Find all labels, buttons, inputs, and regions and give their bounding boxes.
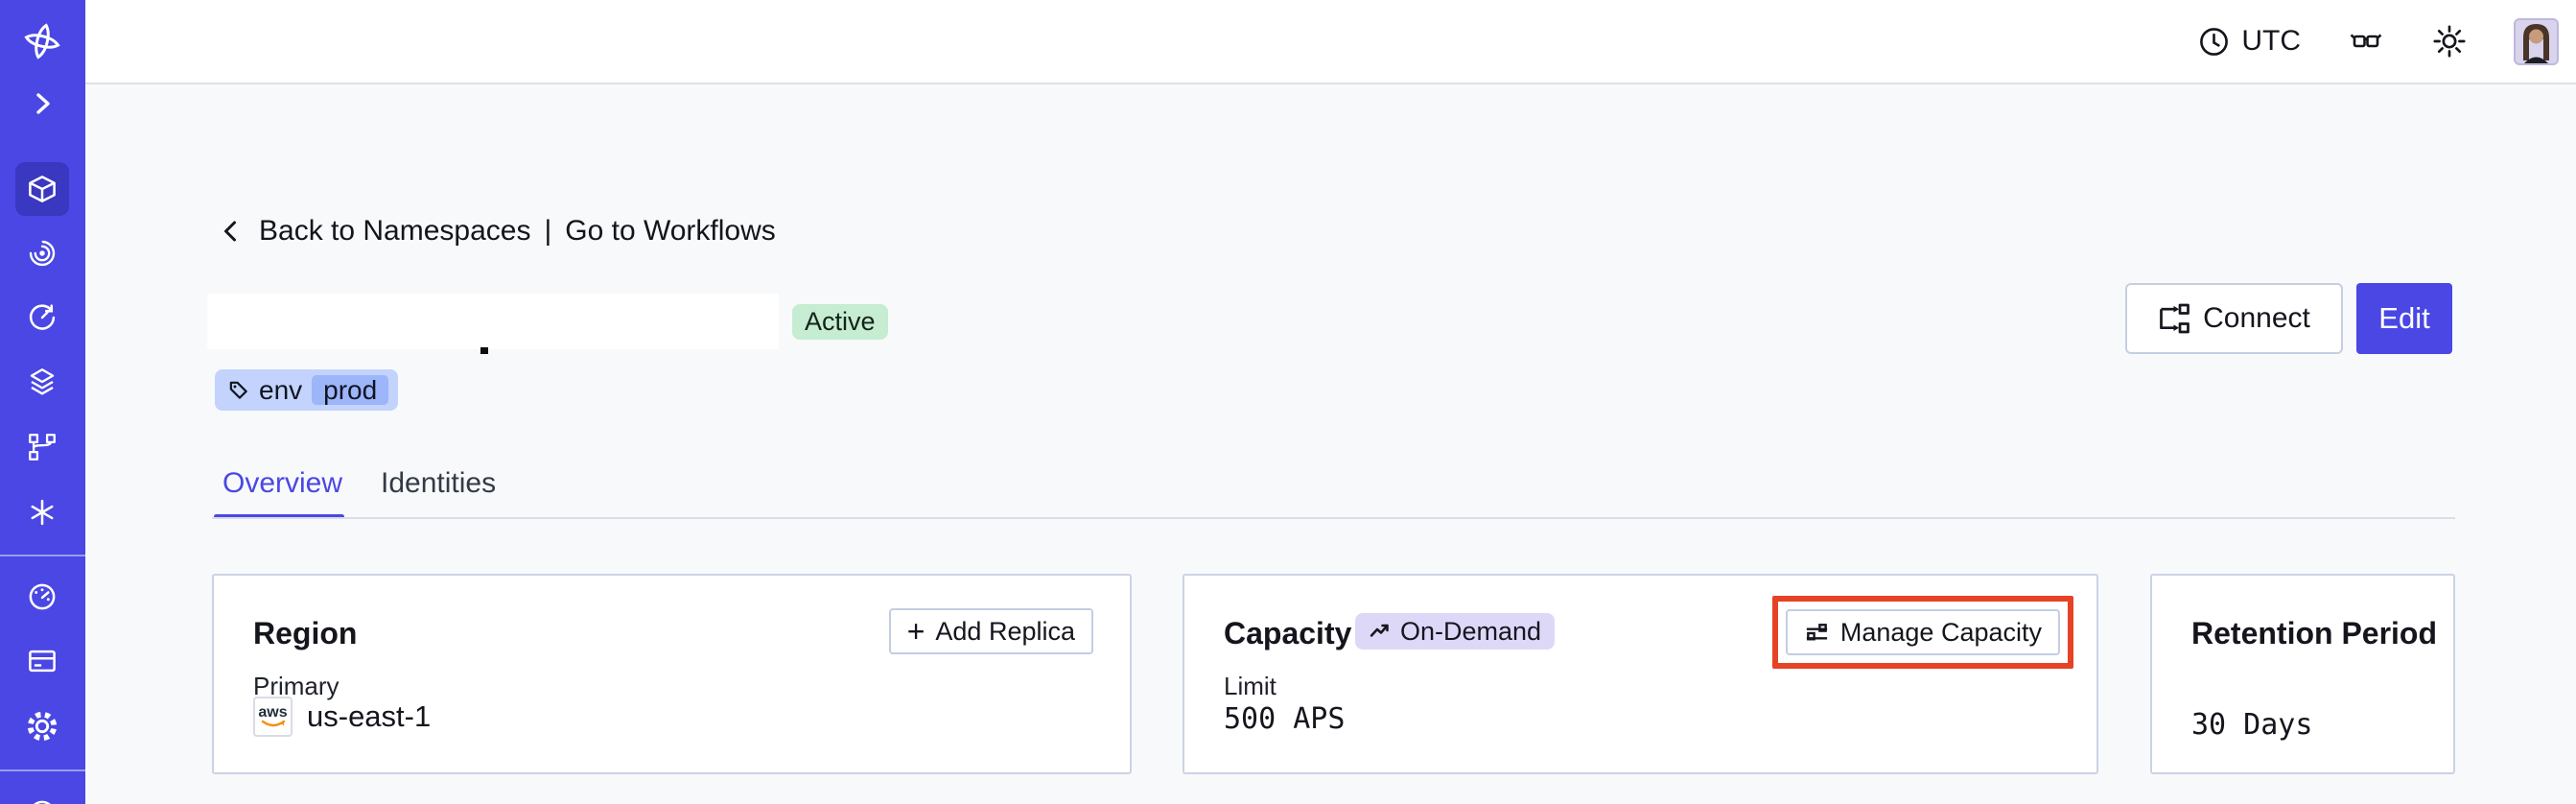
- active-tab-indicator: [214, 514, 344, 519]
- breadcrumb: Back to Namespaces | Go to Workflows: [217, 215, 776, 248]
- back-to-namespaces-link[interactable]: Back to Namespaces: [217, 215, 530, 248]
- manage-capacity-button[interactable]: Manage Capacity: [1785, 609, 2060, 655]
- timezone-selector[interactable]: UTC: [2198, 25, 2301, 58]
- add-replica-button[interactable]: + Add Replica: [888, 608, 1093, 654]
- region-card: Region + Add Replica Primary aws us-east…: [212, 574, 1132, 774]
- trending-up-icon: [1370, 624, 1389, 637]
- back-link-label: Back to Namespaces: [259, 215, 531, 247]
- aws-logo-text: aws: [258, 704, 288, 721]
- manage-capacity-label: Manage Capacity: [1839, 617, 2042, 647]
- edit-button-label: Edit: [2378, 301, 2430, 335]
- edit-button[interactable]: Edit: [2356, 283, 2452, 354]
- on-demand-badge: On-Demand: [1355, 613, 1556, 650]
- billing-card-icon[interactable]: [25, 644, 59, 678]
- asterisk-icon[interactable]: [26, 496, 59, 529]
- namespace-tag-chip[interactable]: env prod: [215, 369, 399, 411]
- topbar-right-cluster: UTC: [2198, 0, 2559, 83]
- connect-button-label: Connect: [2203, 302, 2310, 334]
- sidebar-divider: [0, 769, 85, 771]
- avatar[interactable]: [2514, 17, 2559, 65]
- forward-link-label: Go to Workflows: [565, 215, 776, 247]
- sidebar-divider: [0, 555, 85, 556]
- capacity-limit-label: Limit: [1224, 672, 1276, 700]
- temporal-logo[interactable]: [23, 22, 61, 60]
- topbar: UTC: [85, 0, 2576, 84]
- sun-icon[interactable]: [2431, 23, 2468, 59]
- annotation-highlight-box: Manage Capacity: [1771, 596, 2073, 669]
- status-badge: Active: [792, 304, 888, 340]
- tag-value-pill: prod: [312, 375, 389, 405]
- history-clock-icon[interactable]: [26, 301, 59, 334]
- region-primary-label: Primary: [253, 672, 340, 700]
- retention-card-title: Retention Period: [2191, 616, 2438, 650]
- help-circle-icon[interactable]: [25, 796, 59, 804]
- retention-value: 30 Days: [2191, 708, 2313, 742]
- timezone-label: UTC: [2241, 25, 2301, 57]
- aws-smile-icon: [261, 720, 285, 727]
- connect-flow-icon: [2160, 303, 2190, 334]
- aws-provider-icon: aws: [253, 697, 293, 737]
- capacity-value: 500 APS: [1224, 702, 1346, 736]
- namespace-title-redaction-artifact: [480, 347, 488, 354]
- on-demand-label: On-Demand: [1400, 616, 1542, 646]
- namespace-title-redacted: [207, 294, 779, 349]
- breadcrumb-separator: |: [544, 215, 552, 247]
- layers-icon[interactable]: [26, 366, 59, 398]
- tab-overview[interactable]: Overview: [222, 467, 343, 499]
- region-value-row: aws us-east-1: [253, 697, 431, 737]
- add-replica-label: Add Replica: [935, 616, 1075, 646]
- glasses-icon[interactable]: [2347, 22, 2385, 60]
- region-value: us-east-1: [307, 699, 432, 733]
- tag-key-label: env: [259, 374, 303, 405]
- spiral-icon[interactable]: [27, 238, 58, 269]
- retention-card: Retention Period 30 Days: [2150, 574, 2455, 774]
- capacity-card-title: Capacity: [1224, 616, 1352, 650]
- sidebar-expand-chevron-icon[interactable]: [27, 88, 58, 119]
- plus-icon: +: [906, 614, 925, 649]
- region-card-title: Region: [253, 616, 358, 650]
- gauge-icon[interactable]: [25, 579, 59, 614]
- chevron-left-icon: [224, 221, 236, 242]
- sidebar-nav: [0, 0, 85, 804]
- gear-icon[interactable]: [24, 708, 60, 745]
- sliders-icon: [1806, 623, 1827, 640]
- tab-identities[interactable]: Identities: [381, 467, 497, 499]
- capacity-card: Capacity On-Demand Manage Capacity Limit: [1183, 574, 2098, 774]
- connect-button[interactable]: Connect: [2125, 283, 2343, 354]
- tab-strip-border: [212, 517, 2455, 519]
- pipeline-icon[interactable]: [26, 431, 59, 463]
- clock-icon: [2198, 26, 2230, 58]
- tag-icon: [229, 381, 247, 399]
- cube-icon[interactable]: [25, 172, 59, 206]
- go-to-workflows-link[interactable]: Go to Workflows: [565, 215, 776, 248]
